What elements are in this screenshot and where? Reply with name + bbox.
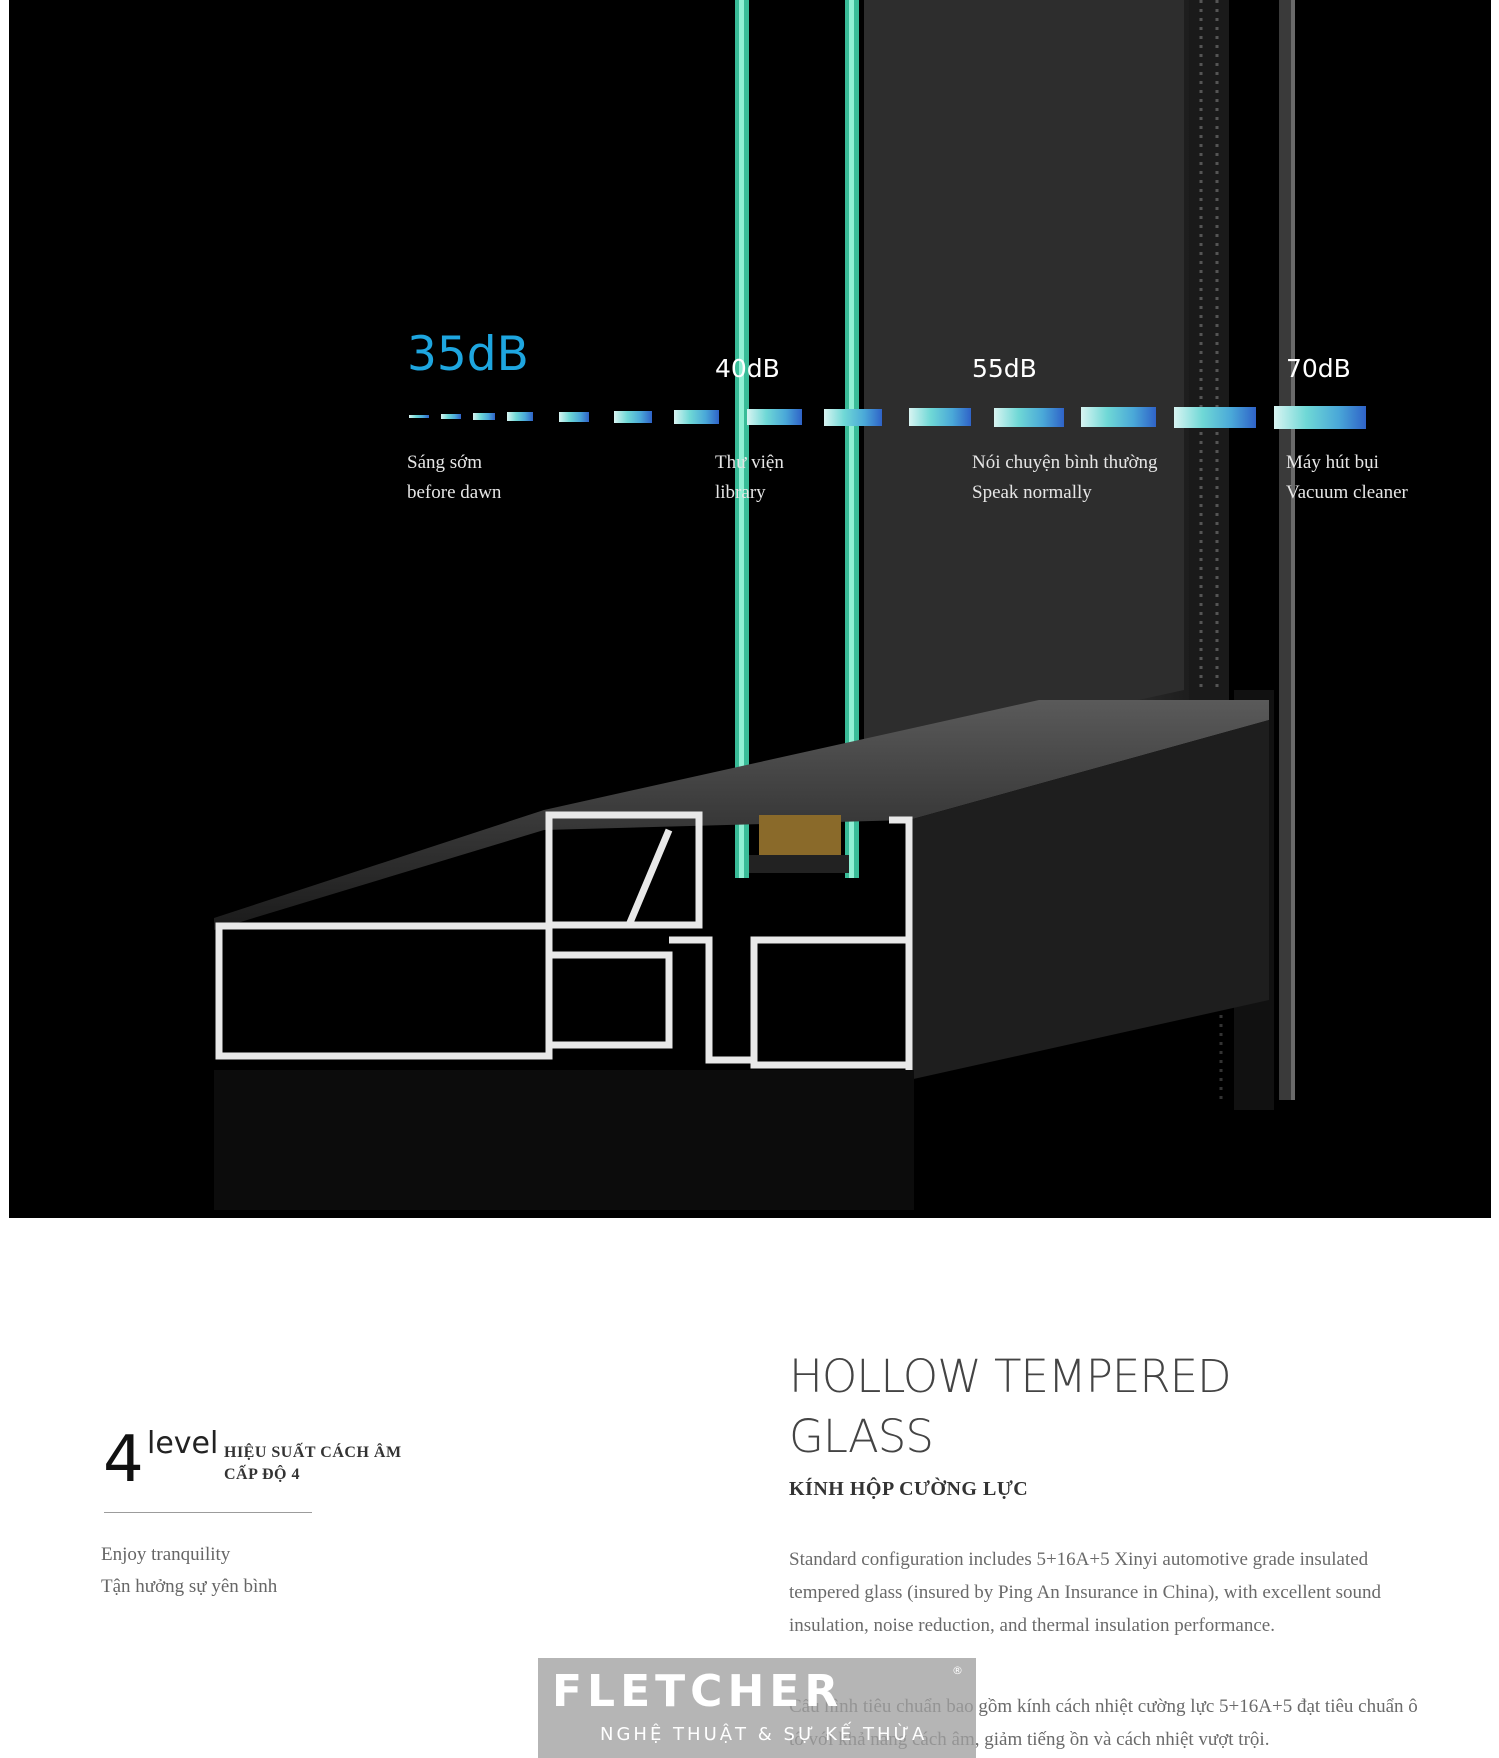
dash <box>409 415 429 418</box>
floor-reflection <box>214 1070 914 1210</box>
noise-label-before-dawn: Sáng sớm before dawn <box>407 448 501 508</box>
level-word: level <box>147 1426 219 1461</box>
db-value-55: 55dB <box>972 354 1037 383</box>
level-number: 4 <box>103 1423 144 1497</box>
dash <box>994 408 1064 427</box>
dash <box>674 410 719 424</box>
chamber-top <box>545 811 703 929</box>
sill-top <box>214 700 1269 930</box>
glass-pane-shade <box>864 0 1184 760</box>
glass-edge-left-core <box>739 0 744 878</box>
db-value-40: 40dB <box>715 354 780 383</box>
product-description-en: Standard configuration includes 5+16A+5 … <box>789 1549 1382 1636</box>
level-vn-line1: HIỆU SUẤT CÁCH ÂM <box>224 1444 402 1461</box>
dash <box>1081 407 1156 427</box>
label-vn: Sáng sớm <box>407 452 482 473</box>
noise-label-library: Thư viện library <box>715 448 784 508</box>
dash <box>1174 407 1256 428</box>
dash <box>1274 406 1366 429</box>
dash <box>559 412 589 422</box>
dash <box>614 411 652 423</box>
product-hero-image: 35dB 40dB 55dB 70dB Sáng sớm before dawn… <box>9 0 1491 1218</box>
frame-post-edge <box>1291 0 1295 1100</box>
label-vn: Máy hút bụi <box>1286 452 1379 473</box>
label-en: Vacuum cleaner <box>1286 482 1408 503</box>
dash <box>441 414 461 419</box>
tagline-en: Enjoy tranquility <box>101 1544 231 1565</box>
noise-scale-line <box>409 406 1366 429</box>
frame-spacer <box>1189 0 1229 700</box>
fletcher-watermark: FLETCHER ® NGHỆ THUẬT & SỰ KẾ THỪA <box>538 1658 976 1758</box>
level-divider <box>104 1512 312 1513</box>
dash <box>747 409 802 425</box>
label-en: before dawn <box>407 482 502 503</box>
sill-box <box>215 922 553 1060</box>
dash <box>507 412 533 421</box>
frame-post <box>1279 0 1291 1100</box>
desiccant <box>759 815 841 857</box>
db-value-70: 70dB <box>1286 354 1351 383</box>
label-en: Speak normally <box>972 482 1092 503</box>
registered-mark: ® <box>952 1664 963 1677</box>
dash <box>909 408 971 426</box>
noise-label-speak-normally: Nói chuyện bình thường Speak normally <box>972 448 1158 508</box>
brand-slogan: NGHỆ THUẬT & SỰ KẾ THỪA <box>600 1724 928 1745</box>
chamber-right <box>750 936 913 1069</box>
noise-label-vacuum-cleaner: Máy hút bụi Vacuum cleaner <box>1286 448 1408 508</box>
sill-side <box>909 720 1269 1080</box>
product-title-line1: HOLLOW TEMPERED <box>789 1350 1232 1403</box>
thermal-break <box>669 936 754 1064</box>
window-profile-illustration <box>214 0 1366 1210</box>
label-vn: Nói chuyện bình thường <box>972 452 1158 473</box>
level-vn-line2: CẤP ĐỘ 4 <box>224 1466 300 1483</box>
db-value-35: 35dB <box>407 327 529 382</box>
chamber-diagonal <box>625 828 673 927</box>
glass-edge-right-core <box>849 0 854 878</box>
product-title-line2: GLASS <box>789 1410 934 1463</box>
label-vn: Thư viện <box>715 452 784 473</box>
label-en: library <box>715 482 766 503</box>
desiccant-cap <box>749 855 849 873</box>
dash <box>824 409 882 426</box>
tagline-vn: Tận hưởng sự yên bình <box>101 1576 278 1597</box>
chamber-mid <box>545 951 673 1049</box>
product-subtitle: KÍNH HỘP CƯỜNG LỰC <box>789 1478 1029 1500</box>
dash <box>473 413 495 420</box>
brand-logo-text: FLETCHER <box>552 1666 844 1717</box>
